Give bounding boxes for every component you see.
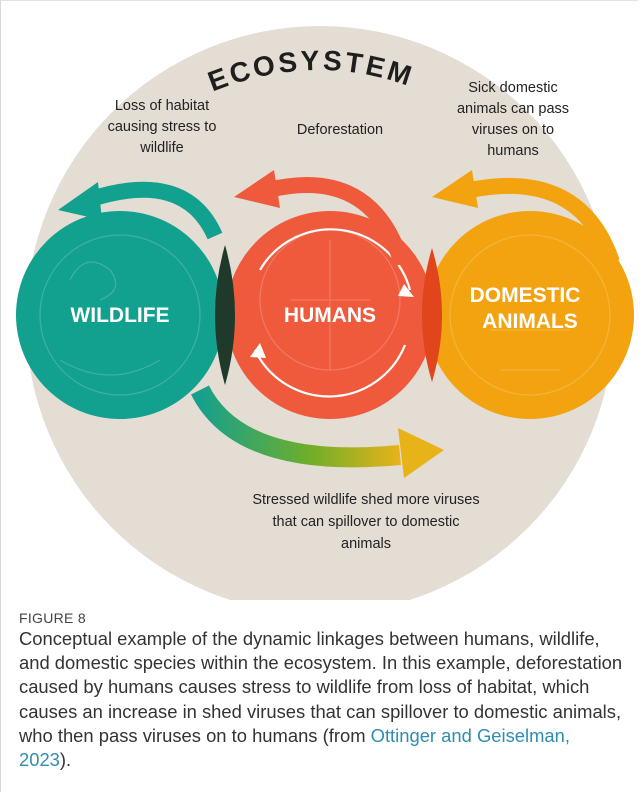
deforestation-arrow [266, 176, 410, 267]
sick-domestic-annotation: Sick domestic animals can pass viruses o… [457, 80, 569, 159]
sick-line-3: viruses on to [472, 122, 554, 138]
wildlife-label: WILDLIFE [70, 304, 169, 327]
citation-link[interactable]: Ottinger and Geiselman, 2023 [19, 724, 570, 771]
humans-cycle-arrowhead-left [250, 343, 266, 358]
stressed-line-2: that can spillover to domestic [273, 514, 460, 530]
habitat-loss-arrowhead [58, 182, 102, 220]
figure-caption: Conceptual example of the dynamic linkag… [19, 627, 624, 772]
decorative-linework [39, 229, 611, 396]
stressed-wildlife-annotation: Stressed wildlife shed more viruses that… [252, 492, 479, 552]
stressed-line-3: animals [341, 536, 391, 552]
spillover-arrow [191, 385, 401, 468]
humans-cycle-arrow-top [259, 228, 412, 291]
habitat-line-3: wildlife [139, 140, 184, 156]
humans-cycle-arrow-bottom [254, 344, 407, 398]
domestic-to-humans-arrow [468, 177, 620, 265]
deforestation-arrowhead [234, 170, 280, 208]
sick-line-2: animals can pass [457, 101, 569, 117]
humans-domestic-overlap [422, 248, 442, 382]
wildlife-humans-overlap [215, 245, 235, 385]
domestic-to-humans-arrowhead [432, 170, 478, 208]
wildlife-circle [16, 211, 224, 419]
deforestation-annotation: Deforestation [297, 122, 383, 138]
habitat-loss-arrow [85, 181, 223, 240]
humans-label: HUMANS [284, 304, 376, 327]
habitat-loss-annotation: Loss of habitat causing stress to wildli… [108, 98, 217, 156]
sick-line-1: Sick domestic [468, 80, 557, 96]
spillover-arrowhead [398, 428, 444, 478]
habitat-line-2: causing stress to [108, 119, 217, 135]
sick-line-4: humans [487, 143, 539, 159]
figure-label: FIGURE 8 [19, 610, 86, 626]
habitat-line-1: Loss of habitat [115, 98, 209, 114]
caption-text: Conceptual example of the dynamic linkag… [19, 628, 623, 746]
domestic-label-line1: DOMESTIC [470, 284, 581, 307]
humans-cycle-arrowhead-right [398, 284, 414, 297]
domestic-label-line2: ANIMALS [482, 310, 578, 333]
domestic-animals-circle [426, 211, 634, 419]
caption-end: ). [59, 749, 72, 771]
ecosystem-diagram: ECOSYSTEM WILDLIFE HUMANS DOMESTIC ANIMA… [16, 26, 634, 614]
humans-circle [226, 211, 434, 419]
stressed-line-1: Stressed wildlife shed more viruses [252, 492, 479, 508]
